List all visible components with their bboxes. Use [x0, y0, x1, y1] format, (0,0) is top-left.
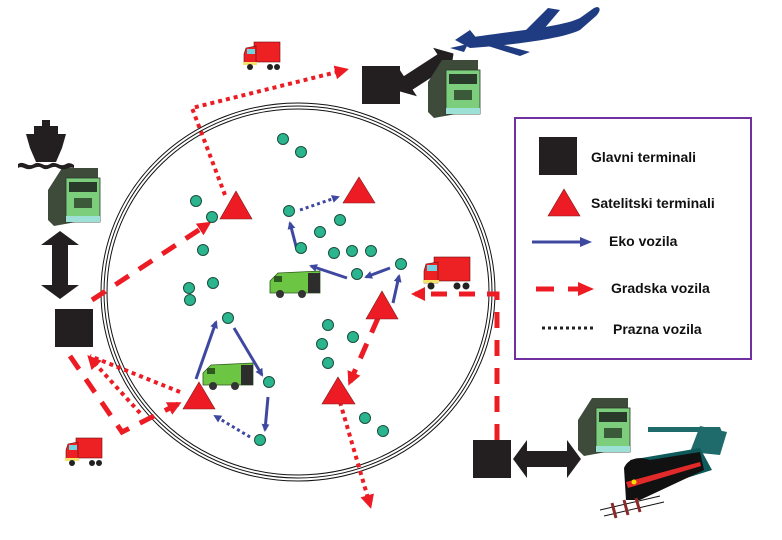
customer-point: [377, 425, 389, 437]
customer-point: [222, 312, 234, 324]
red-dashed-arrow-icon: [536, 282, 594, 296]
city-route-west-to-sat1: [90, 221, 212, 303]
city-truck-icon: [65, 437, 103, 466]
main-terminal-west: [55, 309, 93, 347]
red-triangle-icon: [547, 188, 581, 217]
main-terminal-north: [362, 66, 400, 104]
legend-item-city-vehicles: Gradska vozila: [516, 276, 750, 316]
semi-truck-icon: [578, 398, 631, 456]
customer-point: [283, 205, 295, 217]
customer-point: [347, 331, 359, 343]
airplane-icon: [450, 7, 600, 56]
customer-point: [395, 258, 407, 270]
legend-label: Prazna vozila: [613, 321, 702, 337]
legend-item-empty-vehicles: Prazna vozila: [516, 319, 750, 359]
customer-point: [365, 245, 377, 257]
customer-point: [207, 277, 219, 289]
customer-point: [316, 338, 328, 350]
customer-point: [351, 268, 363, 280]
eco-route: [391, 274, 402, 304]
customer-point: [206, 211, 218, 223]
legend-label: Gradska vozila: [611, 280, 710, 296]
empty-route-north: [189, 65, 349, 196]
customer-point: [346, 245, 358, 257]
semi-truck-icon: [48, 168, 101, 226]
city-truck-icon: [243, 41, 281, 70]
legend-label: Eko vozila: [609, 233, 678, 249]
customer-point: [334, 214, 346, 226]
satellite-terminal: [342, 176, 376, 204]
legend-label: Glavni terminali: [591, 149, 697, 165]
blue-arrow-icon: [532, 237, 592, 247]
customer-point: [322, 319, 334, 331]
main-terminal-southeast: [473, 440, 511, 478]
customer-point: [263, 376, 275, 388]
empty-eco-route: [213, 414, 251, 439]
legend-item-eco-vehicles: Eko vozila: [516, 231, 750, 271]
empty-route-west-return: [89, 354, 181, 394]
dotted-line-icon: [542, 326, 596, 330]
train-icon: [599, 426, 727, 519]
eco-route: [364, 266, 391, 279]
satellite-terminal: [365, 290, 399, 320]
customer-point: [322, 357, 334, 369]
customer-point: [183, 282, 195, 294]
satellite-terminal: [182, 381, 216, 410]
eco-van-icon: [202, 362, 254, 390]
customer-point: [254, 434, 266, 446]
empty-route-west-arrow: [87, 355, 142, 415]
city-route-west-to-sat4: [67, 354, 182, 436]
customer-point: [295, 146, 307, 158]
eco-route: [261, 396, 270, 432]
customer-point: [277, 133, 289, 145]
eco-route: [194, 320, 218, 380]
legend: Glavni terminali Satelitski terminali Ek…: [514, 117, 752, 360]
customer-point: [197, 244, 209, 256]
customer-point: [314, 226, 326, 238]
double-arrow-air: [396, 47, 454, 97]
customer-point: [184, 294, 196, 306]
empty-eco-route: [299, 195, 340, 212]
satellite-terminal: [219, 190, 253, 220]
ship-icon: [18, 120, 74, 170]
legend-item-satellite-terminal: Satelitski terminali: [516, 187, 750, 227]
legend-label: Satelitski terminali: [591, 195, 715, 211]
eco-route: [232, 327, 264, 377]
black-square-icon: [539, 137, 577, 175]
legend-item-main-terminal: Glavni terminali: [516, 131, 750, 175]
empty-route-south: [338, 401, 374, 509]
customer-point: [190, 195, 202, 207]
city-route-sat3-to-sat5: [347, 316, 381, 386]
double-arrow-rail: [513, 440, 581, 478]
satellite-terminal: [321, 376, 356, 405]
city-truck-icon: [423, 256, 471, 290]
customer-point: [295, 242, 307, 254]
semi-truck-icon: [428, 60, 481, 118]
double-arrow-sea: [41, 231, 79, 299]
customer-point: [328, 247, 340, 259]
eco-van-icon: [269, 270, 321, 298]
customer-point: [359, 412, 371, 424]
eco-route: [309, 264, 348, 280]
city-route-se-to-sat3: [411, 287, 500, 440]
